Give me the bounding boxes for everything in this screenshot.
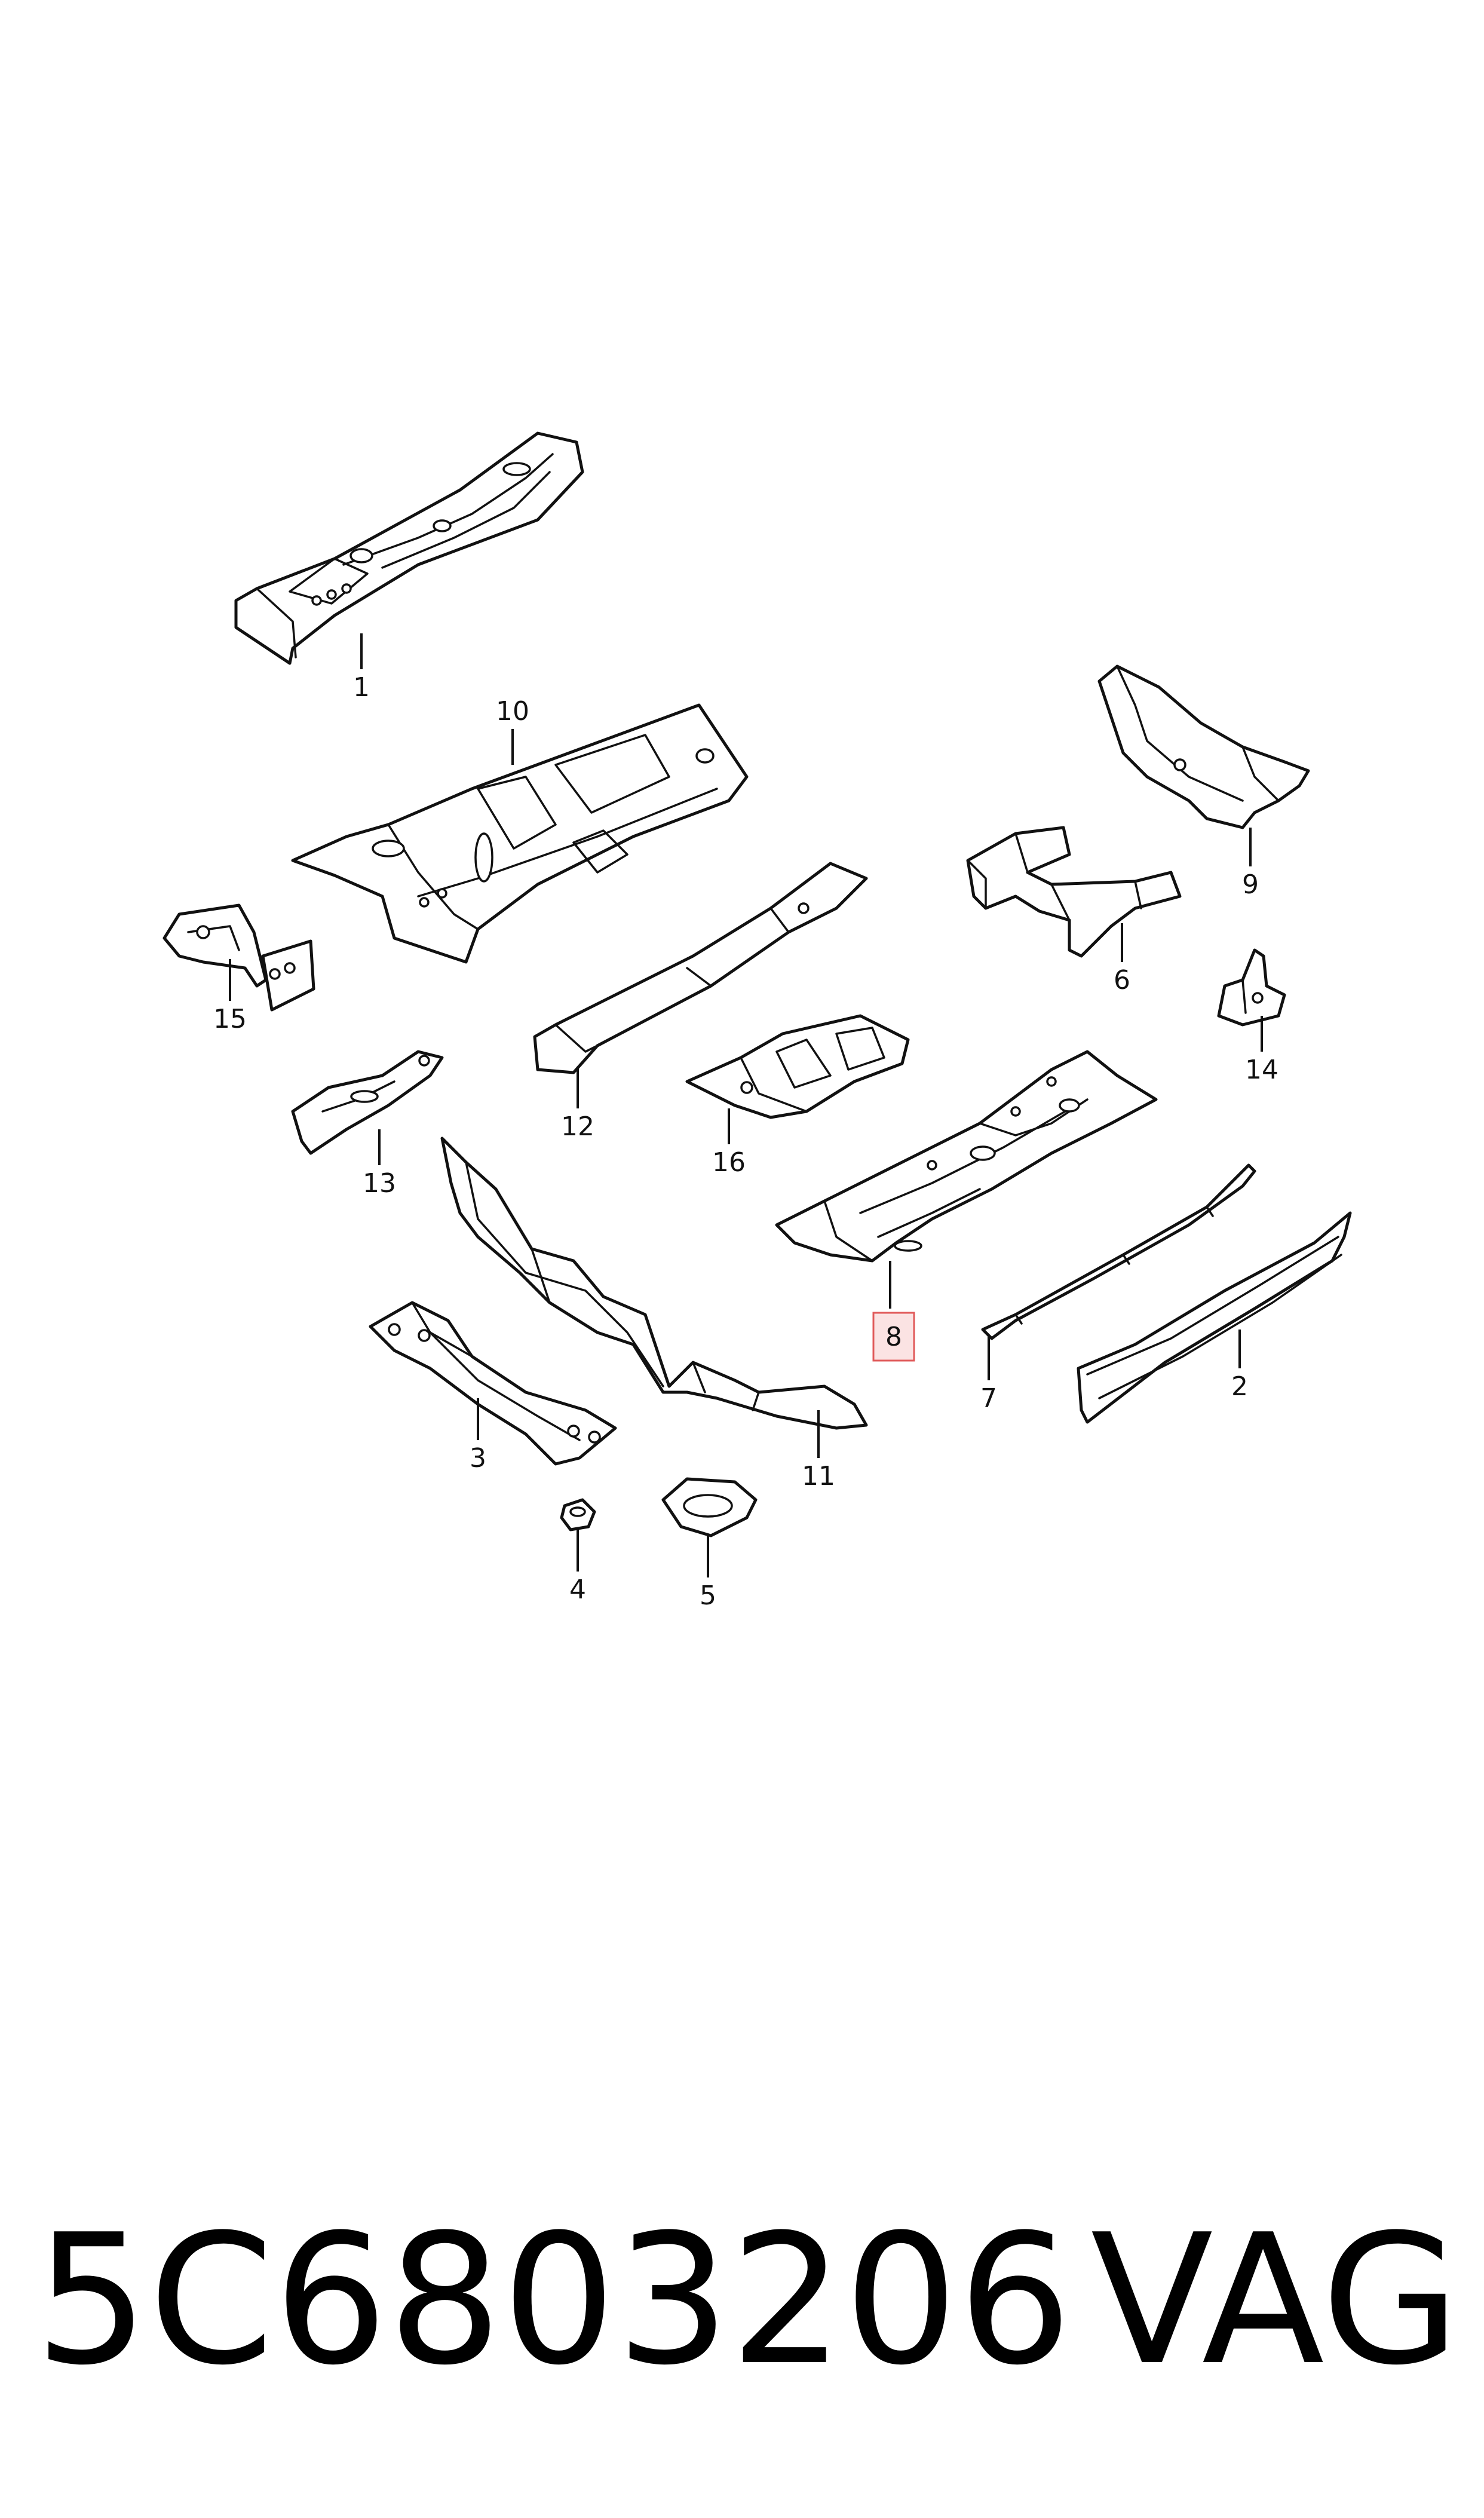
part-8-floor-panel xyxy=(775,1050,1158,1263)
part-13-bracket xyxy=(291,1050,444,1155)
part-11-tunnel-reinforcement xyxy=(440,1137,868,1430)
brand-name: VAG xyxy=(1090,2196,1460,2404)
callout-labels: 1 2 3 4 5 6 7 8 9 10 11 12 13 14 15 16 xyxy=(213,672,1278,1611)
callout-8-highlight xyxy=(872,1312,915,1362)
part-4-nut xyxy=(560,1498,596,1531)
part-7-sill-strip xyxy=(981,1163,1256,1340)
part-3-crossmember xyxy=(369,1301,617,1466)
callout-2: 2 xyxy=(1231,1371,1248,1402)
callout-3: 3 xyxy=(470,1443,486,1474)
part-number: 5C6803206 xyxy=(35,2196,1072,2404)
callout-5: 5 xyxy=(700,1580,716,1611)
callout-14: 14 xyxy=(1245,1055,1278,1085)
callout-6: 6 xyxy=(1114,965,1130,995)
callout-7: 7 xyxy=(980,1383,997,1414)
callout-12: 12 xyxy=(561,1111,594,1142)
callout-11: 11 xyxy=(802,1461,835,1491)
callout-1: 1 xyxy=(353,672,370,703)
part-2-side-sill xyxy=(1077,1211,1352,1424)
part-9-side-member xyxy=(1097,664,1310,829)
part-14-bracket xyxy=(1217,948,1286,1027)
leader-lines xyxy=(229,633,1263,1577)
callout-13: 13 xyxy=(363,1168,396,1199)
callout-15: 15 xyxy=(213,1004,247,1034)
part-16-tunnel-insert xyxy=(685,1014,910,1119)
part-1-floor-section xyxy=(234,431,584,665)
part-15-bracket xyxy=(162,903,315,1012)
part-10-floor-pan xyxy=(291,703,749,964)
callout-4: 4 xyxy=(569,1574,586,1605)
callout-8: 8 xyxy=(885,1322,902,1352)
part-12-reinforcement-rail xyxy=(533,862,868,1074)
callout-16: 16 xyxy=(712,1147,746,1178)
callout-10: 10 xyxy=(496,696,529,727)
part-5-cap xyxy=(661,1477,758,1537)
part-6-crossmember xyxy=(966,826,1182,958)
callout-9: 9 xyxy=(1242,869,1259,900)
